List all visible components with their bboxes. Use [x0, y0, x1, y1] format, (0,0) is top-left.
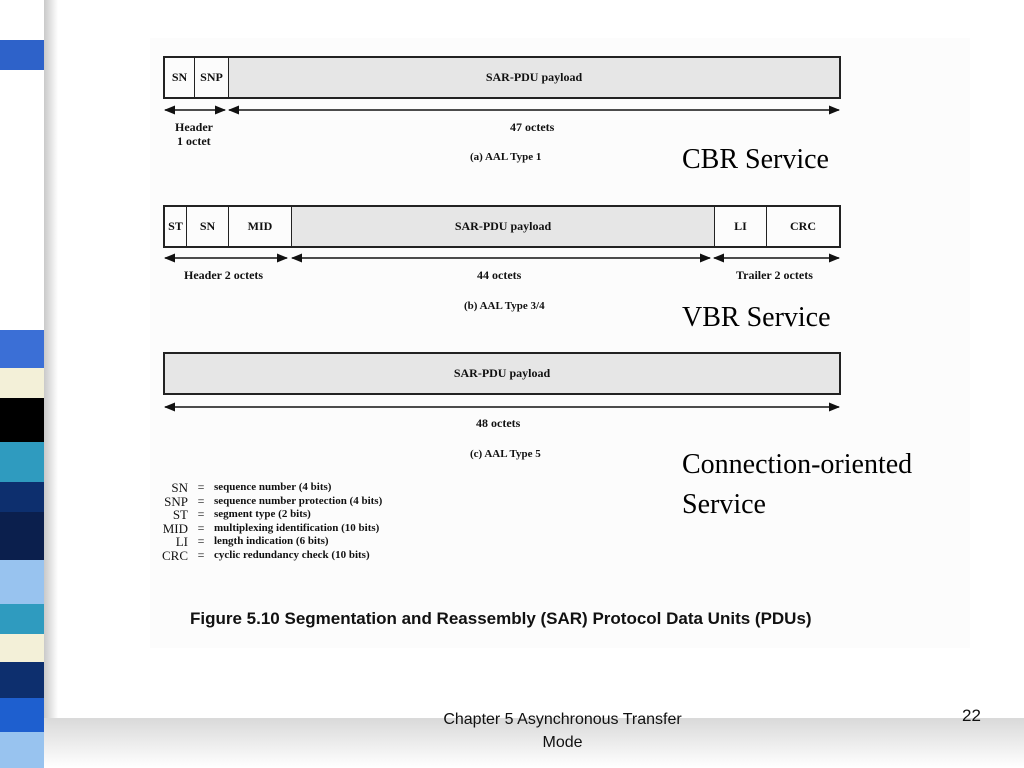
- footer-line1: Chapter 5 Asynchronous Transfer: [443, 711, 682, 728]
- aal1-header-sub: 1 octet: [177, 134, 211, 148]
- cbr-service-label: CBR Service: [682, 144, 829, 175]
- aal34-caption: (b) AAL Type 3/4: [464, 300, 545, 312]
- aal34-field-sn: SN: [187, 207, 229, 246]
- aal1-payload-label: 47 octets: [510, 120, 555, 134]
- aal1-header-label: Header: [175, 120, 213, 134]
- aal34-payload-label: 44 octets: [477, 268, 522, 282]
- aal5-payload-label: 48 octets: [476, 416, 521, 430]
- aal1-pdu-frame: SN SNP SAR-PDU payload: [163, 56, 841, 99]
- legend-row-snp: SNP=sequence number protection (4 bits): [164, 493, 383, 509]
- connection-oriented-label-line1: Connection-oriented: [682, 449, 913, 480]
- figure-scan-area: [150, 38, 970, 648]
- page-number: 22: [962, 706, 981, 725]
- aal1-caption: (a) AAL Type 1: [470, 151, 542, 163]
- aal5-pdu-frame: SAR-PDU payload: [163, 352, 841, 395]
- figure-title: Figure 5.10 Segmentation and Reassembly …: [190, 609, 812, 628]
- slide-shadow-bottom: [44, 718, 1024, 768]
- legend-row-crc: CRC=cyclic redundancy check (10 bits): [161, 547, 370, 563]
- aal1-field-payload: SAR-PDU payload: [229, 58, 839, 97]
- legend-row-st: ST=segment type (2 bits): [172, 507, 311, 522]
- aal1-field-snp: SNP: [195, 58, 229, 97]
- aal34-field-mid: MID: [229, 207, 292, 246]
- aal34-field-li: LI: [715, 207, 767, 246]
- aal5-caption: (c) AAL Type 5: [470, 448, 541, 460]
- footer-line2: Mode: [542, 734, 583, 751]
- aal34-field-st: ST: [165, 207, 187, 246]
- aal34-field-crc: CRC: [790, 219, 816, 233]
- aal34-field-payload: SAR-PDU payload: [292, 207, 715, 246]
- legend-row-li: LI=length indication (6 bits): [175, 534, 329, 549]
- slide-shadow-right: [44, 0, 58, 768]
- connection-oriented-label-line2: Service: [682, 489, 766, 520]
- legend-row-sn: SN=sequence number (4 bits): [171, 480, 332, 495]
- aal34-header-label: Header 2 octets: [184, 268, 264, 282]
- aal34-pdu-frame: ST SN MID SAR-PDU payload LI CRC: [163, 205, 841, 248]
- aal5-field-payload: SAR-PDU payload: [165, 354, 839, 393]
- aal1-field-sn: SN: [165, 58, 195, 97]
- legend-row-mid: MID=multiplexing identification (10 bits…: [162, 520, 380, 536]
- aal34-trailer-label: Trailer 2 octets: [736, 268, 813, 282]
- slide-footer: Chapter 5 Asynchronous Transfer Mode: [400, 708, 725, 754]
- abbreviation-legend: SN=sequence number (4 bits) SNP=sequence…: [158, 480, 383, 563]
- vbr-service-label: VBR Service: [682, 302, 831, 333]
